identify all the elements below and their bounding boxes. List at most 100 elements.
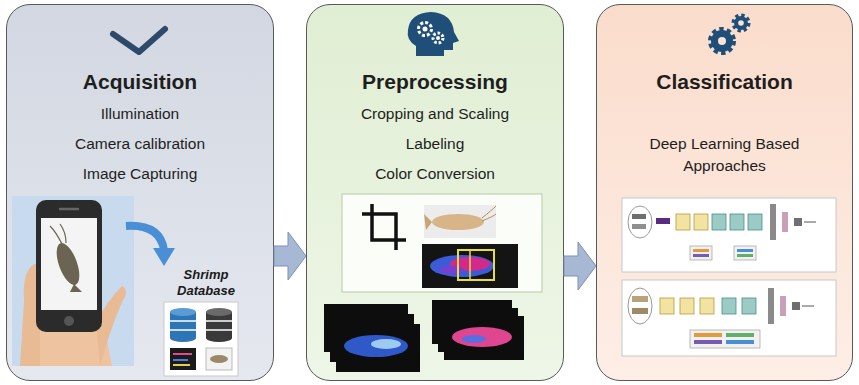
step-item: Color Conversion [307, 159, 563, 189]
gears-icon-part [738, 20, 744, 26]
flow-arrow-icon-part [126, 226, 164, 250]
network-figure-part [804, 222, 816, 223]
network-figure-part [770, 204, 776, 240]
panel-heading: Acquisition [7, 69, 273, 95]
preprocessing-figure-part [342, 194, 542, 292]
network-figure-part [622, 198, 836, 272]
network-figure-part [656, 218, 670, 224]
step-item: Camera calibration [7, 129, 273, 159]
database-icon-part [170, 308, 196, 316]
database-icon-part [206, 334, 232, 342]
image-stack-part [444, 316, 524, 360]
image-stack [324, 300, 524, 372]
preprocessing-figure-part [440, 266, 464, 274]
database-icon-part [170, 334, 196, 342]
network-figure-part [632, 224, 646, 229]
preprocessing-figure-part [422, 244, 518, 288]
phone-photo-part [64, 316, 74, 326]
database-label: Shrimp Database [166, 267, 246, 299]
network-figure-part [694, 340, 722, 344]
phone-photo-part [60, 208, 78, 211]
phone-photo-part [41, 218, 97, 310]
network-figure-part [693, 254, 709, 257]
network-figure-part [780, 296, 786, 316]
network-figure-part [722, 298, 736, 314]
image-stack-part [344, 335, 408, 357]
brain-gear-icon-part [419, 23, 432, 36]
brain-gear-icon-part [408, 12, 459, 56]
gears-icon-part [711, 30, 733, 52]
network-figure-part [628, 288, 652, 324]
network-figure-part [726, 340, 754, 344]
check-icon-part [113, 29, 165, 52]
phone-photo-part [50, 224, 66, 244]
network-figure-part [680, 298, 694, 314]
network-figure-part [782, 212, 788, 232]
network-figure-part [660, 298, 674, 314]
database-icon-part [170, 348, 196, 370]
network-figure [622, 198, 836, 356]
network-figure-part [700, 298, 714, 314]
gears-icon-part [734, 16, 748, 30]
gears-icon-part [718, 37, 726, 45]
step-item: Cropping and Scaling [307, 99, 563, 129]
preprocessing-figure-part [424, 205, 496, 238]
preprocessing-figure-part [458, 250, 494, 280]
preprocessing-figure [342, 194, 542, 292]
network-figure-part [737, 254, 753, 257]
database-icon-part [164, 302, 238, 376]
check-icon [113, 29, 165, 52]
network-figure-part [792, 302, 800, 310]
phone-photo-part [70, 284, 82, 292]
step-item: Image Capturing [7, 159, 273, 189]
phone-photo-part [52, 240, 84, 288]
preprocessing-figure-part [430, 255, 494, 277]
preprocessing-figure-part [372, 204, 406, 240]
network-figure-part [748, 214, 762, 230]
preprocessing-figure-part [469, 250, 471, 280]
network-figure-part [632, 296, 648, 302]
brain-gear-icon-part [433, 33, 443, 43]
database-icon-part [173, 364, 190, 366]
brain-gear-icon-part [423, 27, 428, 32]
database-icon-part [173, 353, 192, 355]
step-item: Labeling [307, 129, 563, 159]
database-icon-part [206, 320, 232, 322]
network-figure-part [690, 246, 712, 260]
database-icon-part [206, 308, 232, 316]
network-figure-part [632, 214, 646, 219]
gears-icon [711, 16, 748, 52]
image-stack-part [462, 335, 486, 343]
database-icon-part [206, 348, 232, 370]
step-item: Deep Learning Based Approaches [635, 133, 815, 177]
flow-arrow-icon [126, 226, 175, 266]
phone-photo [12, 196, 134, 366]
network-figure-part [730, 214, 744, 230]
network-figure-part [742, 298, 756, 314]
network-figure-part [628, 206, 652, 238]
database-icon-part [210, 355, 228, 363]
preprocessing-figure-part [362, 214, 396, 250]
network-figure-part [794, 218, 802, 226]
network-figure-part [734, 246, 756, 260]
network-figure-part [726, 333, 754, 337]
preprocessing-figure-part [424, 214, 432, 230]
network-figure-part [712, 214, 726, 230]
network-figure-part [768, 288, 774, 324]
image-stack-part [371, 339, 401, 349]
image-stack-part [336, 324, 420, 372]
panel-heading: Classification [597, 69, 852, 95]
database-icon-part [173, 359, 188, 361]
network-figure-part [737, 249, 753, 252]
network-figure-part [632, 308, 648, 314]
database-icon-part [170, 320, 196, 322]
label-holder: Shrimp Database [166, 267, 246, 299]
network-figure-part [693, 249, 709, 252]
phone-photo-part [36, 200, 102, 332]
image-stack-part [452, 327, 512, 347]
flow-arrow-icon-part [153, 248, 175, 266]
network-figure-part [622, 280, 836, 356]
